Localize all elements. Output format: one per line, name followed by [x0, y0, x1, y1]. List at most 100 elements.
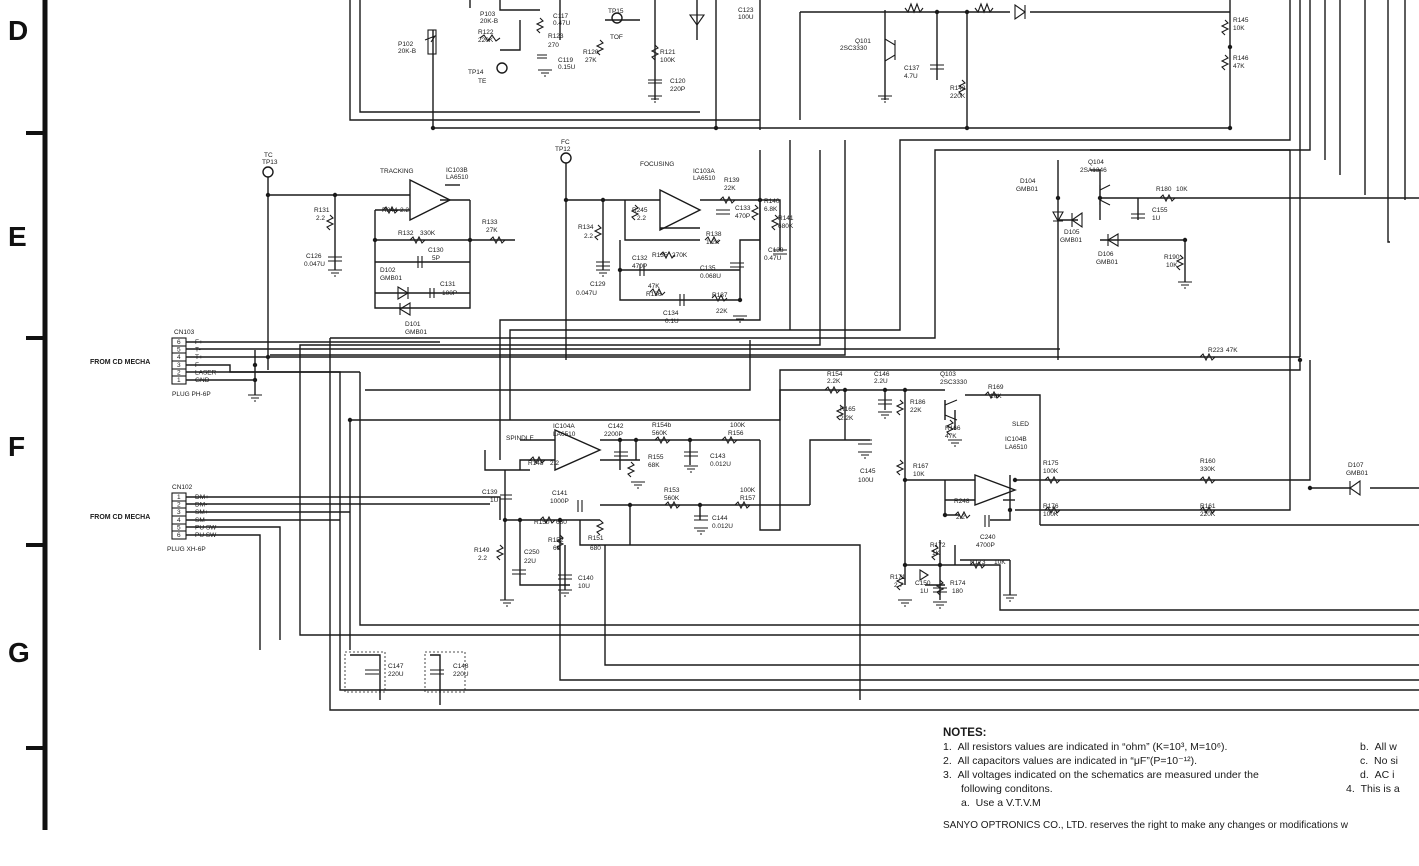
value-r140: 6.8K [764, 206, 778, 213]
label-r161: R161 [1200, 503, 1216, 510]
label-r160: R160 [1200, 458, 1216, 465]
label-r152: R152 [548, 537, 564, 544]
value-q101: 2SC3330 [840, 45, 867, 52]
value-c148: 220U [453, 671, 469, 678]
note-d-num: d. [1360, 769, 1369, 781]
label-c240: C240 [980, 534, 996, 541]
label-d104: D104 [1020, 178, 1036, 185]
label-r148: R148 [528, 460, 544, 467]
label-q103: Q103 [940, 371, 956, 378]
note-b: b. All w [1360, 740, 1400, 754]
label-r154: R154 [827, 371, 843, 378]
value-d104: GMB01 [1016, 186, 1038, 193]
label-r180: R180 [1156, 186, 1172, 193]
label-c144: C144 [712, 515, 728, 522]
note-d-text: AC i [1374, 769, 1395, 781]
value-c117: 0.47U [553, 20, 571, 27]
label-r139: R139 [724, 177, 740, 184]
value-r148: 2.2 [550, 460, 559, 467]
label-r186: R186 [910, 399, 926, 406]
label-c132: C132 [632, 255, 648, 262]
value-r169: 10K [990, 393, 1002, 400]
note-1-num: 1. [943, 741, 952, 753]
pin-number: 1 [177, 494, 181, 501]
label-r166: R166 [945, 425, 961, 432]
note-3a-num: a. [961, 797, 970, 809]
label-c135: C135 [700, 265, 716, 272]
label-cn102: CN102 [172, 484, 193, 491]
label-c134: C134 [663, 310, 679, 317]
label-r190: R190 [1164, 254, 1180, 261]
value-r244: 2.2 [400, 207, 409, 214]
note-b-num: b. [1360, 741, 1369, 753]
pin-name: SM- [195, 517, 207, 524]
label-r145: R145 [1233, 17, 1249, 24]
label-r150: R150 [534, 519, 550, 526]
section-d-components [424, 2, 1233, 131]
label-r137: R137 [712, 292, 728, 299]
label-d107: D107 [1348, 462, 1364, 469]
value-r132: 330K [420, 230, 436, 237]
label-c123: C123 [738, 7, 754, 14]
row-label-f: F [8, 431, 25, 462]
pin-number: 2 [177, 502, 181, 509]
pin-name: GND [195, 377, 210, 384]
label-c147: C147 [388, 663, 404, 670]
value-ic103a: LA6510 [693, 175, 716, 182]
label-c155: C155 [1152, 207, 1168, 214]
label-cn103: CN103 [174, 329, 195, 336]
value-c134: 0.1U [665, 318, 679, 325]
value-r139: 22K [724, 185, 736, 192]
value-c139: 1U [490, 497, 499, 504]
label-r140: R140 [764, 198, 780, 205]
value-r155: 68K [648, 462, 660, 469]
value-c133: 470P [735, 213, 750, 220]
row-label-g: G [8, 637, 30, 668]
label-r156: R156 [728, 430, 744, 437]
value-r180: 10K [1176, 186, 1188, 193]
note-3-cont: following conditons. [961, 783, 1053, 795]
label-r245: R245 [632, 207, 648, 214]
label-r138: R138 [706, 231, 722, 238]
notes-block: NOTES: 1. All resistors values are indic… [943, 726, 1419, 810]
label-d105: D105 [1064, 229, 1080, 236]
label-tof: TOF [610, 34, 623, 41]
value-r133: 27K [486, 227, 498, 234]
label-q101: Q101 [855, 38, 871, 45]
label-r244: R244 [382, 207, 398, 214]
label-r135: R135 [652, 252, 668, 259]
value-r174: 180 [952, 588, 963, 595]
value-c147: 220U [388, 671, 404, 678]
label-c126: C126 [306, 253, 322, 260]
value-q104: 2SA1346 [1080, 167, 1107, 174]
value-r143: 220K [950, 93, 966, 100]
note-c-num: c. [1360, 755, 1369, 767]
label-r174: R174 [950, 580, 966, 587]
pin-name: PU SW [195, 532, 217, 539]
note-3: 3. All voltages indicated on the schemat… [943, 768, 1419, 782]
label-r133: R133 [482, 219, 498, 226]
value-r122: 220K [478, 37, 494, 44]
note-c-text: No si [1374, 755, 1398, 767]
label-c148: C148 [453, 663, 469, 670]
value-d105: GMB01 [1060, 237, 1082, 244]
label-plug-ph: PLUG PH-6P [172, 391, 211, 398]
label-sled: SLED [1012, 421, 1029, 428]
value-c155: 1U [1152, 215, 1161, 222]
section-d-labels: P103 20K-B P102 20K-B R122 220K C117 0.4… [398, 7, 1249, 100]
value-r176: 100K [1043, 511, 1059, 518]
value-r175: 100K [1043, 468, 1059, 475]
label-ic104a: IC104A [553, 423, 575, 430]
note-1-text: All resistors values are indicated in “o… [957, 741, 1228, 753]
label-r165: R165 [840, 406, 856, 413]
label-c120: C120 [670, 78, 686, 85]
label-focusing: FOCUSING [640, 161, 674, 168]
value-r156: 100K [730, 422, 746, 429]
label-c143: C143 [710, 453, 726, 460]
value-r123: 270 [548, 42, 559, 49]
value-r136: 47K [648, 283, 660, 290]
label-c150: C150 [915, 580, 931, 587]
value-r154: 2.2K [827, 378, 841, 385]
